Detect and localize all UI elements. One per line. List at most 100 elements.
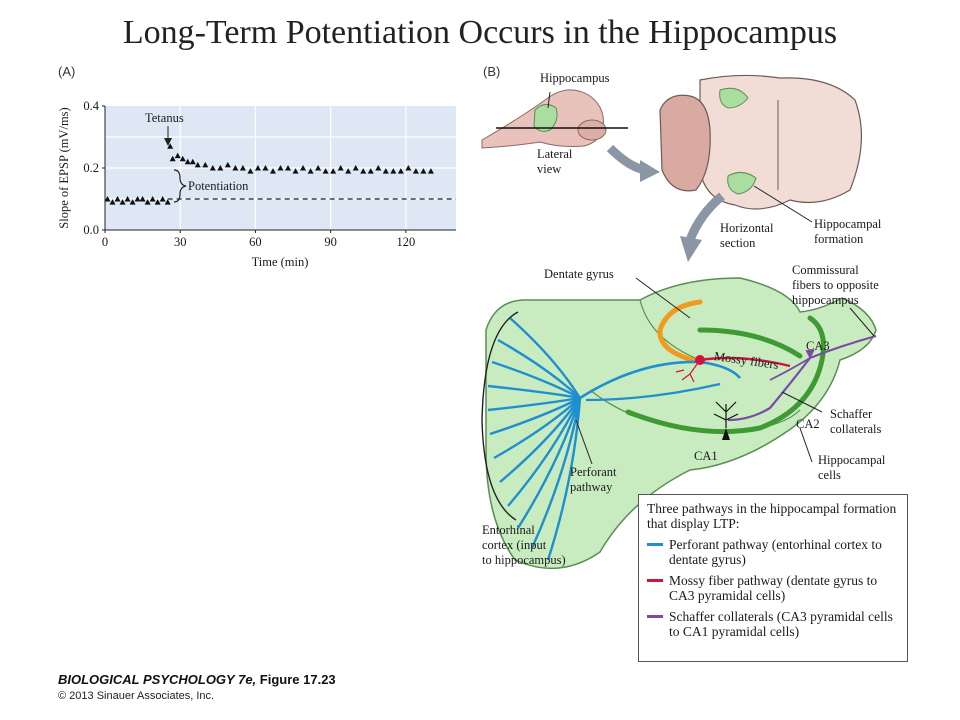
data-point — [129, 199, 136, 205]
ca3-cell-marker — [805, 349, 815, 360]
legend-swatch-red — [647, 579, 663, 582]
data-point — [194, 161, 201, 168]
data-point — [397, 168, 404, 174]
hippocampus-pointer — [547, 91, 551, 109]
legend-text: Mossy fiber pathway (dentate gyrus to CA… — [669, 573, 878, 603]
hippocampal-cells-label-1: Hippocampal — [818, 453, 886, 467]
schaffer-branch — [769, 357, 811, 381]
horizontal-section-illustration: Hippocampal formation Horizontal section — [659, 74, 882, 262]
horizontal-label-1: Horizontal — [720, 221, 774, 235]
page-title: Long-Term Potentiation Occurs in the Hip… — [122, 14, 838, 51]
data-point — [149, 196, 156, 202]
schaffer-label-2: collaterals — [830, 422, 881, 436]
footer-copyright: © 2013 Sinauer Associates, Inc. — [58, 690, 215, 702]
data-point — [104, 196, 111, 202]
perforant-fiber — [489, 396, 581, 436]
dentate-cell-layer-inner — [697, 327, 803, 359]
schaffer-label-1: Schaffer — [830, 407, 873, 421]
data-point — [405, 165, 412, 171]
perforant-fiber — [499, 397, 581, 483]
formation-label-2: formation — [814, 232, 864, 246]
data-point — [292, 168, 299, 174]
perforant-pointer — [575, 419, 593, 465]
data-point — [167, 143, 174, 149]
perforant-fiber — [487, 384, 581, 400]
data-point — [144, 199, 151, 205]
data-point — [224, 161, 231, 168]
granule-dendrites — [675, 359, 701, 383]
legend-text: Perforant pathway (entorhinal cortex to … — [669, 537, 882, 567]
data-point — [119, 199, 126, 205]
perforant-fiber — [509, 317, 582, 399]
perforant-fiber — [516, 397, 582, 529]
data-point — [164, 199, 171, 205]
potentiation-brace — [173, 169, 187, 203]
data-point — [159, 196, 166, 202]
hippocampus-detail: Dentate gyrus Commissural fibers to oppo… — [481, 263, 886, 570]
hippocampal-cells-label-2: cells — [818, 468, 841, 482]
data-point — [360, 168, 367, 174]
data-point — [337, 165, 344, 171]
cerebellum-shape — [577, 119, 607, 141]
x-tick-label: 30 — [174, 235, 187, 249]
horizontal-label-2: section — [720, 236, 756, 250]
data-point — [179, 155, 186, 162]
arrow-section-to-detail — [685, 192, 725, 242]
hippocampal-tissue — [485, 277, 877, 570]
x-tick-label: 90 — [324, 235, 337, 249]
data-point — [124, 196, 131, 202]
data-point — [139, 196, 146, 202]
footer-figure-number: Figure 17.23 — [256, 672, 336, 687]
footer-book-name: BIOLOGICAL PSYCHOLOGY 7e, — [58, 672, 257, 687]
data-point — [254, 165, 261, 171]
data-point — [322, 168, 329, 174]
entorhinal-label-2: cortex (input — [482, 538, 547, 552]
arrow-section-head — [680, 236, 702, 262]
mossy-fiber-path — [699, 356, 791, 368]
x-tick-label: 120 — [396, 235, 415, 249]
data-point — [315, 165, 322, 171]
schaffer-path — [727, 334, 877, 422]
ca1-label: CA1 — [694, 449, 718, 463]
x-tick-label: 0 — [102, 235, 108, 249]
hippocampus-label: Hippocampus — [540, 71, 610, 85]
data-point — [109, 199, 116, 205]
ca3-label: CA3 — [806, 339, 830, 353]
data-point — [247, 168, 254, 174]
data-points — [104, 143, 434, 205]
perforant-fiber — [493, 397, 581, 460]
section-hippocampus-upper — [719, 87, 749, 109]
data-point — [114, 196, 121, 202]
formation-pointer — [753, 185, 813, 223]
lateral-hippocampus — [533, 104, 558, 132]
perforant-fiber — [487, 396, 581, 412]
perforant-branch-fiber — [585, 382, 721, 402]
commissural-label-2: fibers to opposite — [792, 278, 879, 292]
ca1-pyramidal-cell — [722, 428, 730, 440]
data-point — [330, 168, 337, 174]
data-point — [217, 165, 224, 171]
data-point — [232, 165, 239, 171]
y-tick-labels: 0.00.20.4 — [83, 99, 105, 237]
perforant-main-fiber — [579, 360, 741, 400]
pathway-legend: Three pathways in the hippocampal format… — [638, 494, 908, 662]
data-point — [285, 165, 292, 171]
lateral-label-2: view — [537, 162, 561, 176]
y-tick-label: 0.4 — [83, 99, 99, 113]
legend-item-mossy: Mossy fiber pathway (dentate gyrus to CA… — [647, 573, 899, 603]
data-point — [382, 168, 389, 174]
entorhinal-bracket — [481, 311, 519, 521]
data-point — [269, 168, 276, 174]
tetanus-arrowhead — [164, 138, 172, 146]
data-point — [427, 168, 434, 174]
section-hippocampus-lower — [727, 172, 757, 195]
data-point — [300, 165, 307, 171]
data-point — [412, 168, 419, 174]
dentate-gyrus-layer — [657, 299, 703, 365]
pyramidal-cell-layer — [625, 315, 826, 435]
y-tick-label: 0.0 — [83, 223, 99, 237]
perforant-label-2: pathway — [570, 480, 613, 494]
data-point — [345, 168, 352, 174]
legend-item-schaffer: Schaffer collaterals (CA3 pyramidal cell… — [647, 609, 899, 639]
